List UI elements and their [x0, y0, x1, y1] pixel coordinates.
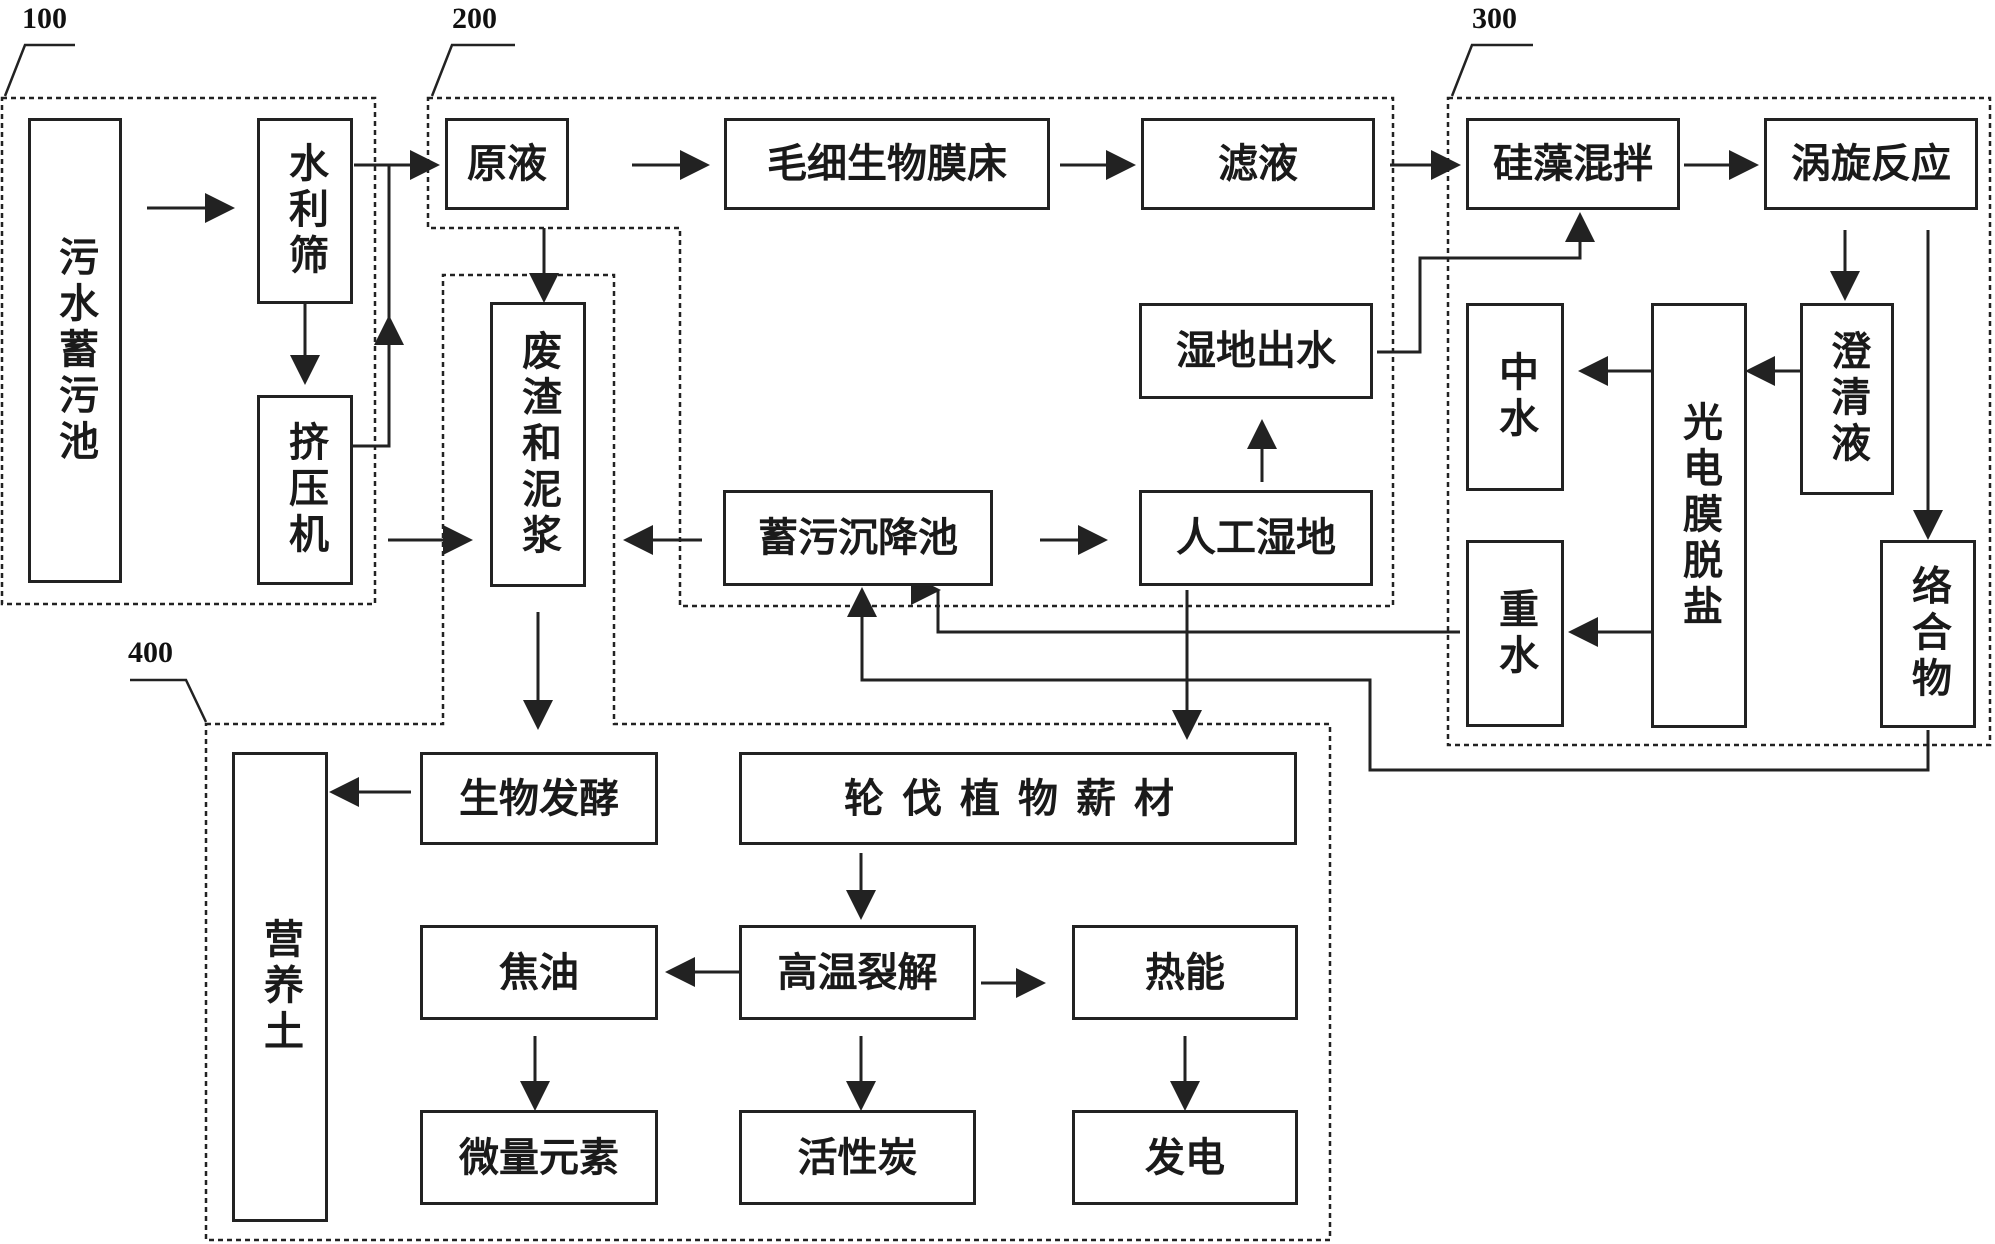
node-residue-mud: 废渣和泥浆 [490, 302, 586, 587]
leader-200 [430, 43, 515, 97]
node-label: 活性炭 [797, 1134, 918, 1181]
node-label: 蓄污沉降池 [758, 515, 958, 561]
node-label: 营养土 [257, 918, 303, 1056]
node-label: 发电 [1145, 1134, 1225, 1181]
node-label: 络合物 [1905, 565, 1951, 703]
node-squeezer: 挤压机 [257, 395, 353, 585]
node-tar: 焦油 [420, 925, 658, 1020]
node-label: 污水蓄污池 [52, 235, 98, 466]
node-raw-liquid: 原液 [445, 118, 569, 210]
node-label: 微量元素 [459, 1134, 619, 1181]
group-400-outline [204, 273, 1332, 1242]
group-label-200: 200 [452, 2, 497, 35]
node-label: 挤压机 [282, 421, 328, 559]
node-clear-liquid: 澄清液 [1800, 303, 1894, 495]
node-heavy-water: 重水 [1466, 540, 1564, 727]
node-filtrate: 滤液 [1141, 118, 1375, 210]
node-label: 人工湿地 [1176, 515, 1336, 561]
node-label: 硅藻混拌 [1493, 141, 1653, 187]
group-300-outline [1446, 96, 1992, 747]
node-wetland-outflow: 湿地出水 [1139, 303, 1373, 399]
node-label: 原液 [467, 141, 547, 187]
leader-100 [3, 43, 75, 97]
node-trace-elements: 微量元素 [420, 1110, 658, 1205]
group-200-outline [426, 96, 1395, 608]
arrow-heavy-to-settling [923, 587, 1460, 634]
node-label: 滤液 [1218, 141, 1298, 187]
node-capillary-biofilm-bed: 毛细生物膜床 [724, 118, 1050, 210]
node-power-generation: 发电 [1072, 1110, 1298, 1205]
node-bio-fermentation: 生物发酵 [420, 752, 658, 845]
node-label: 轮伐植物薪材 [844, 775, 1192, 822]
arrow-outflow-to-diatom [1377, 212, 1595, 354]
node-rotation-firewood: 轮伐植物薪材 [739, 752, 1297, 845]
node-label: 毛细生物膜床 [767, 141, 1007, 187]
node-activated-carbon: 活性炭 [739, 1110, 976, 1205]
node-heat-energy: 热能 [1072, 925, 1298, 1020]
node-vortex-reaction: 涡旋反应 [1764, 118, 1978, 210]
leader-400 [130, 678, 208, 723]
node-label: 高温裂解 [777, 949, 938, 996]
arrow-complex-to-settling [847, 587, 1930, 772]
group-label-400: 400 [128, 636, 173, 669]
node-label: 光电膜脱盐 [1676, 400, 1722, 631]
node-label: 澄清液 [1824, 330, 1870, 468]
node-label: 涡旋反应 [1791, 141, 1951, 187]
node-sewage-settling-pond: 蓄污沉降池 [723, 490, 993, 586]
node-label: 湿地出水 [1176, 328, 1336, 374]
node-label: 生物发酵 [459, 775, 619, 822]
node-nutrient-soil: 营养土 [232, 752, 328, 1222]
node-label: 水利筛 [282, 142, 328, 280]
node-pyrolysis: 高温裂解 [739, 925, 976, 1020]
leader-300 [1450, 43, 1533, 97]
group-label-100: 100 [22, 2, 67, 35]
node-artificial-wetland: 人工湿地 [1139, 490, 1373, 586]
node-diatom-mixing: 硅藻混拌 [1466, 118, 1680, 210]
node-photoelectric-desalination: 光电膜脱盐 [1651, 303, 1747, 728]
node-complex: 络合物 [1880, 540, 1976, 728]
node-label: 热能 [1145, 949, 1225, 996]
node-sewage-pool: 污水蓄污池 [28, 118, 122, 583]
arrow-squeezer-up [352, 315, 404, 448]
node-label: 废渣和泥浆 [515, 329, 561, 560]
node-water-screen: 水利筛 [257, 118, 353, 304]
group-label-300: 300 [1472, 2, 1517, 35]
node-middle-water: 中水 [1466, 303, 1564, 491]
node-label: 重水 [1492, 587, 1538, 680]
node-label: 中水 [1492, 351, 1538, 443]
node-label: 焦油 [499, 949, 579, 996]
